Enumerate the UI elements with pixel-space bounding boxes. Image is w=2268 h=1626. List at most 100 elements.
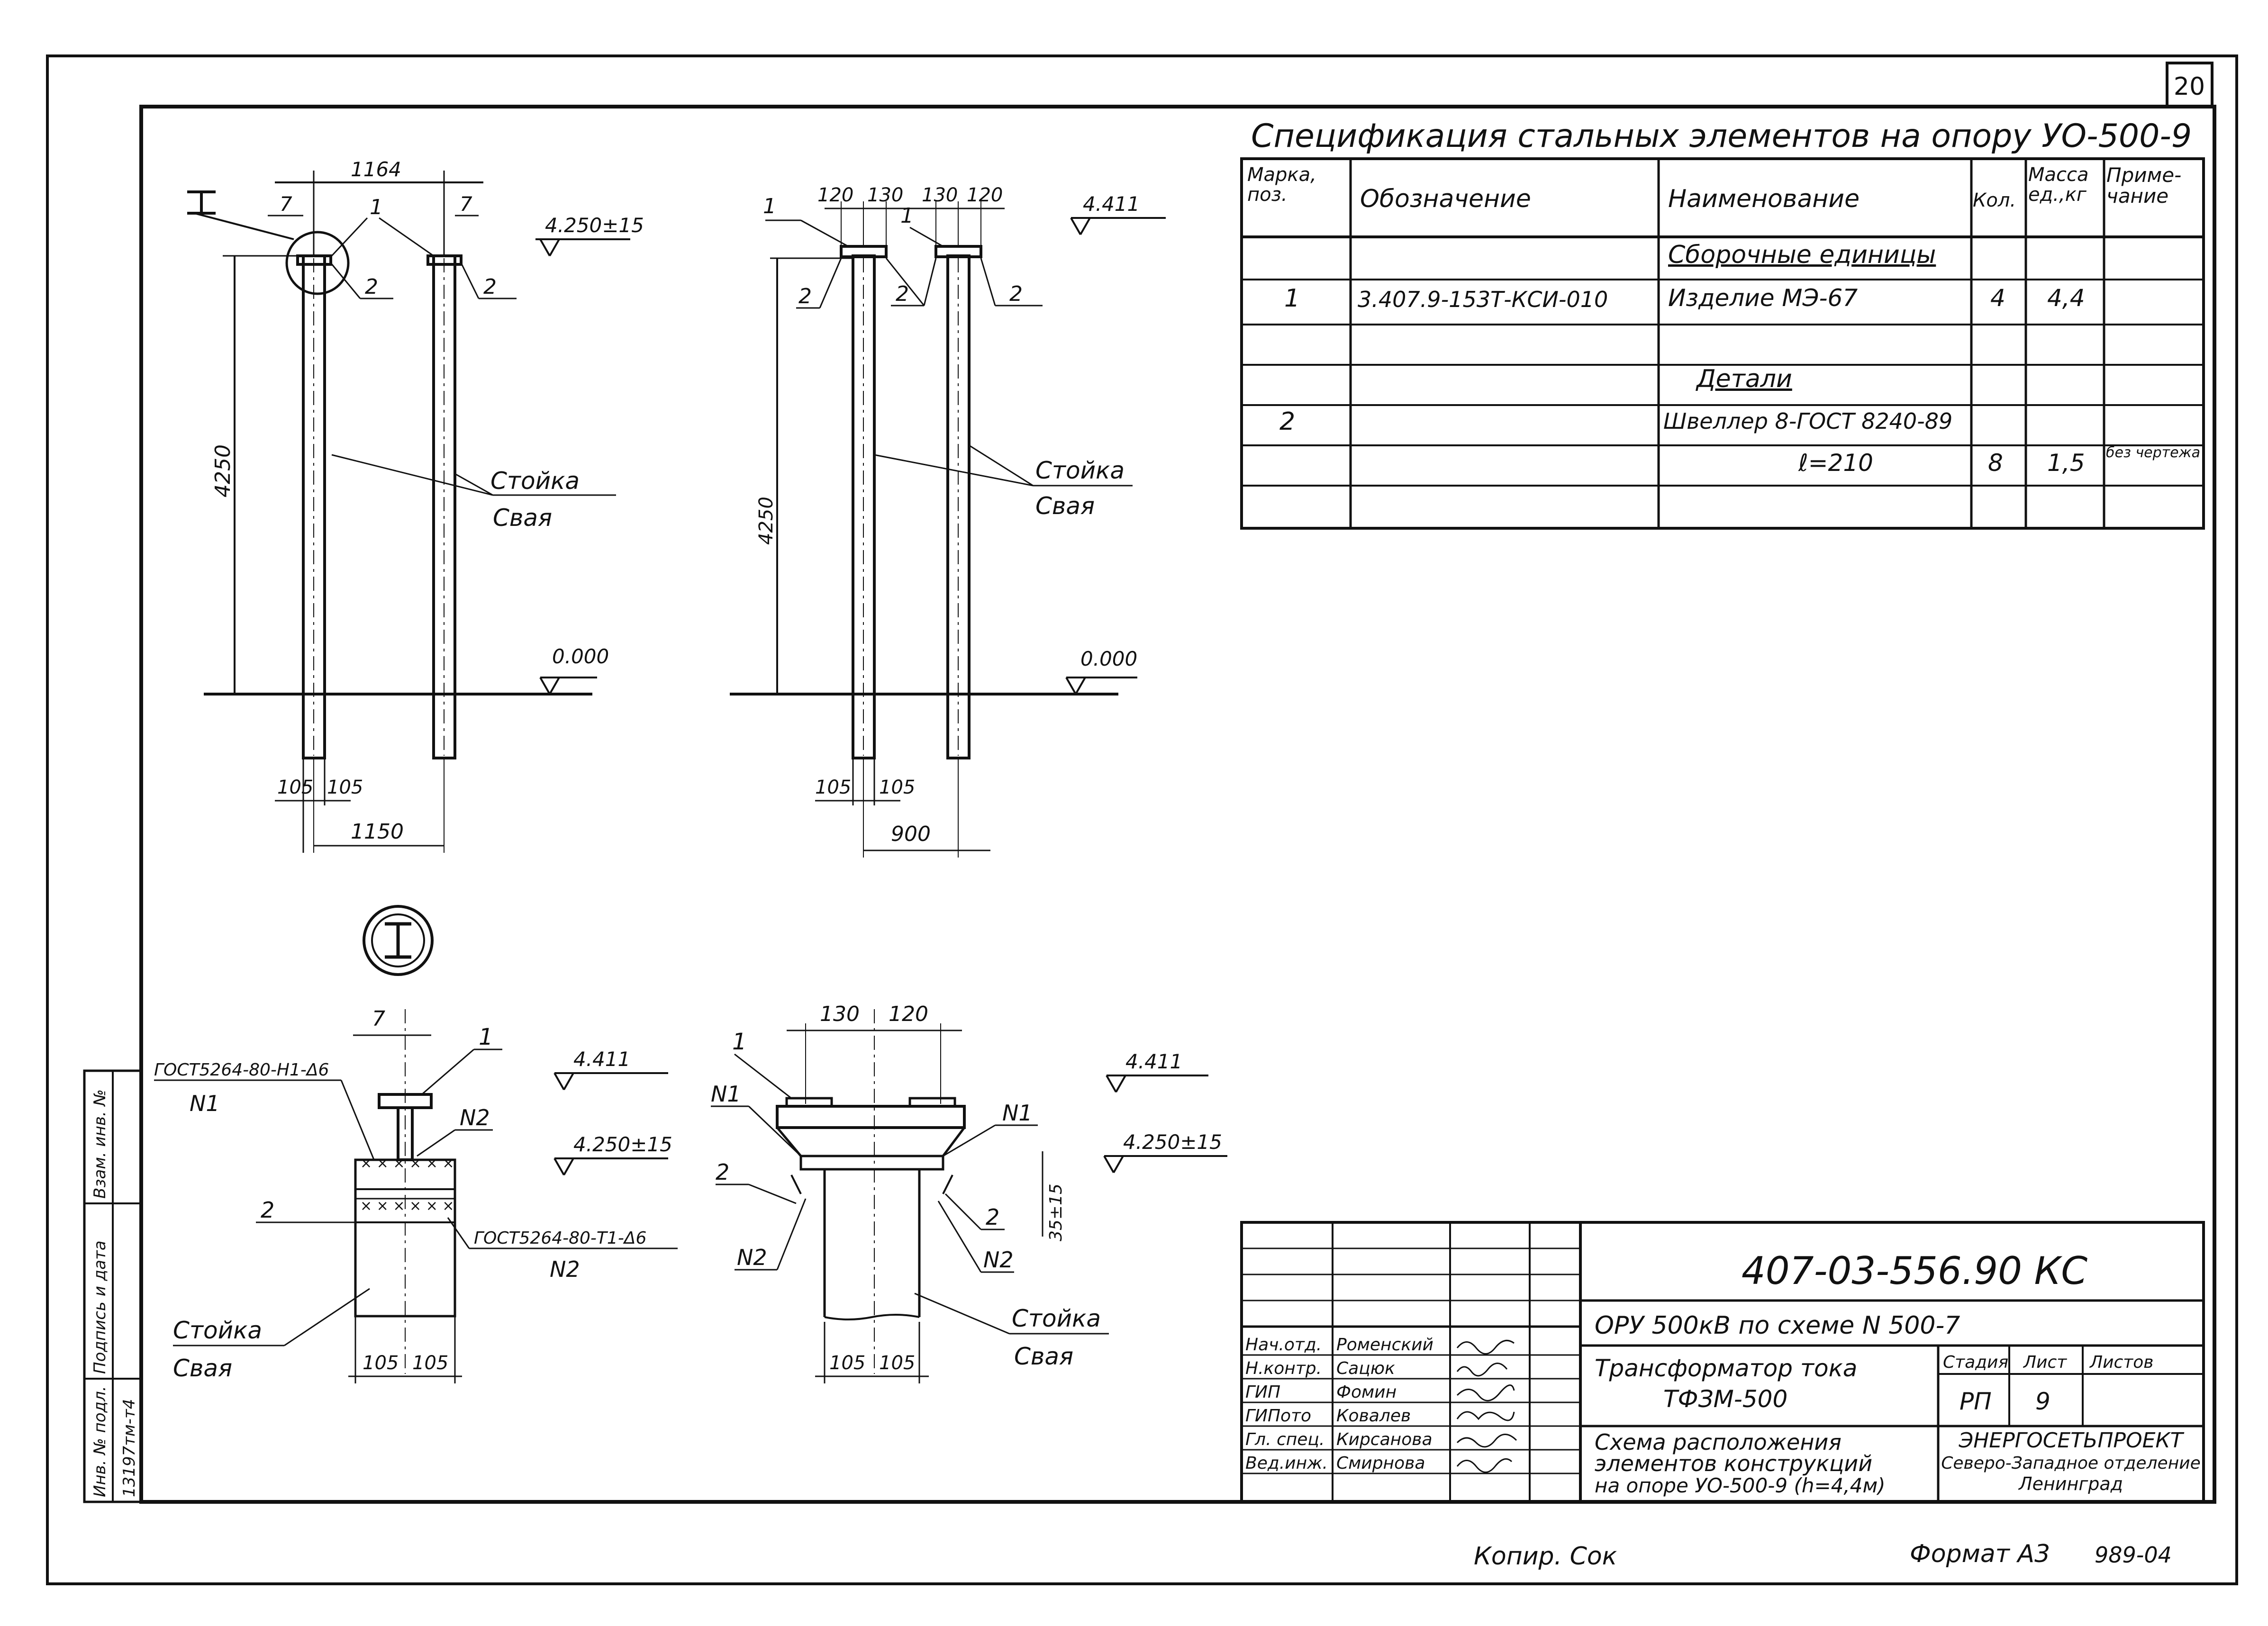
footer-copy: Копир. Сок [1474, 1542, 1617, 1571]
db-label-pile: Свая [1014, 1343, 1073, 1370]
db-level-mid: 4.250±15 [1123, 1130, 1222, 1154]
side-stamp: Взам. инв. № Подпись и дата Инв. № подл.… [83, 1069, 143, 1503]
stamp-sign-date: Подпись и дата [91, 1240, 109, 1374]
spec-section-details: Детали [1696, 365, 1792, 393]
spec-header-note: Приме- чание [2106, 163, 2182, 208]
tb-project: ОРУ 500кВ по схеме N 500-7 [1595, 1311, 1960, 1340]
svg-text:× × × × × ×: × × × × × × [360, 1155, 454, 1172]
a-pos1: 1 [370, 195, 383, 219]
a-label-pile: Свая [493, 504, 552, 532]
db-level-top: 4.411 [1125, 1050, 1182, 1073]
db-label-post: Стойка [1012, 1305, 1101, 1332]
db-dim-w1: 105 [829, 1352, 865, 1374]
tb-name-5: Смирнова [1336, 1454, 1425, 1473]
da-n2-top: N2 [460, 1105, 490, 1130]
da-pos2: 2 [261, 1197, 274, 1223]
spec-header-mark: Марка, поз. [1247, 164, 1316, 206]
tb-stage-value: РП [1960, 1388, 1992, 1415]
db-dim-b: 120 [889, 1002, 928, 1026]
a-dim-height: 4250 [211, 444, 235, 497]
db-dim-vert: 35±15 [1046, 1183, 1066, 1241]
tb-org-3: Ленинград [2018, 1473, 2123, 1494]
stamp-inv-value: 13197тм-т4 [120, 1399, 139, 1497]
title-block: 407-03-556.90 КС ОРУ 500кВ по схеме N 50… [1240, 1221, 2205, 1503]
db-dim-a: 130 [820, 1002, 860, 1026]
spec-table: Спецификация стальных элементов на опору… [1240, 117, 2205, 530]
signature-marks [1456, 1339, 1517, 1473]
b-level-ground: 0.000 [1080, 647, 1137, 670]
svg-text:× × × × × ×: × × × × × × [360, 1198, 454, 1214]
spec-row2-length: ℓ=210 [1798, 449, 1873, 477]
detail-a: × × × × × × × × × × × × 7 1 ГОСТ5264-80-… [154, 1007, 678, 1383]
tb-name-1: Сацюк [1336, 1359, 1395, 1378]
tb-stage-label: Стадия [1943, 1353, 2008, 1372]
tb-role-3: ГИПото [1245, 1406, 1311, 1426]
tb-role-5: Вед.инж. [1245, 1454, 1328, 1473]
a-dim-w2: 105 [327, 777, 363, 798]
spec-header-designation: Обозначение [1360, 185, 1531, 213]
db-pos2-left: 2 [716, 1159, 729, 1185]
spec-row2-qty: 8 [1988, 449, 2003, 477]
detail-b: 130 120 1 N1 N1 4.411 4.250±15 2 2 35±15… [711, 1002, 1227, 1383]
a-dim-gap-right: 7 [460, 192, 472, 216]
da-weld2: ГОСТ5264-80-Т1-Δ6 [474, 1229, 646, 1248]
footer-num: 989-04 [2095, 1542, 2172, 1568]
tb-sheet-title-3: на опоре УО-500-9 (h=4,4м) [1595, 1474, 1886, 1497]
a-dim-top: 1164 [351, 158, 401, 181]
b-dim-w2: 105 [879, 777, 915, 798]
tb-name-4: Кирсанова [1336, 1430, 1433, 1449]
spec-section-assemblies: Сборочные единицы [1668, 241, 1936, 269]
tb-object-line1: Трансформатор тока [1595, 1355, 1857, 1382]
tb-role-0: Нач.отд. [1245, 1335, 1322, 1355]
b-dim-a: 120 [817, 184, 853, 206]
a-label-post: Стойка [490, 467, 580, 495]
view-a: 1164 7 7 1 2 2 4.250±15 4250 0.000 [187, 158, 644, 853]
b-dim-d: 120 [967, 184, 1003, 206]
db-n1-right: N1 [1002, 1100, 1033, 1126]
da-dim-top: 7 [372, 1007, 385, 1031]
da-label-post: Стойка [173, 1317, 262, 1344]
b-dim-spacing: 900 [891, 822, 931, 846]
b-dim-w1: 105 [815, 777, 851, 798]
tb-name-2: Фомин [1336, 1382, 1397, 1402]
b-dim-c: 130 [922, 184, 958, 206]
b-pos2a: 2 [798, 284, 812, 308]
tb-name-0: Роменский [1336, 1335, 1433, 1355]
spec-row1-qty: 4 [1990, 284, 2005, 312]
spec-row1-name: Изделие МЭ-67 [1668, 284, 1858, 312]
tb-role-1: Н.контр. [1245, 1359, 1322, 1378]
view-b: 120 130 130 120 1 1 2 2 2 4.411 4250 [730, 184, 1166, 858]
tb-org-2: Северо-Западное отделение [1941, 1454, 2201, 1473]
tb-sheets-label: Листов [2089, 1353, 2153, 1372]
tb-name-3: Ковалев [1336, 1406, 1411, 1426]
spec-row2-mark: 2 [1279, 407, 1296, 436]
detail-mark [363, 905, 434, 976]
sheet-number-box [2166, 62, 2214, 108]
tb-sheet-label: Лист [2023, 1353, 2067, 1372]
a-dim-gap-left: 7 [280, 192, 292, 216]
da-dim-w1: 105 [363, 1352, 399, 1374]
spec-row2-note: без чертежа [2106, 444, 2201, 461]
b-dim-height: 4250 [755, 497, 777, 545]
spec-header-mass: Масса ед.,кг [2028, 164, 2089, 206]
a-level-top: 4.250±15 [545, 214, 644, 237]
a-level-ground: 0.000 [552, 645, 609, 668]
da-weld1: ГОСТ5264-80-Н1-Δ6 [154, 1060, 329, 1080]
spec-row1-mass: 4,4 [2047, 284, 2085, 312]
spec-header-qty: Кол. [1973, 190, 2016, 211]
spec-row1-designation: 3.407.9-153Т-КСИ-010 [1358, 287, 1608, 312]
tb-sheet-title-2: элементов конструкций [1595, 1451, 1872, 1476]
a-pos2a: 2 [365, 275, 378, 299]
tb-role-2: ГИП [1245, 1382, 1280, 1402]
spec-title: Спецификация стальных элементов на опору… [1251, 117, 2192, 155]
a-dim-spacing: 1150 [351, 820, 404, 844]
stamp-inv-subst: Взам. инв. № [91, 1089, 109, 1199]
sheet-number: 20 [2174, 72, 2205, 101]
da-pos1: 1 [479, 1024, 493, 1050]
da-label-pile: Свая [173, 1355, 232, 1382]
tb-org-1: ЭНЕРГОСЕТЬПРОЕКТ [1958, 1428, 2184, 1453]
tb-sheet-title-1: Схема расположения [1595, 1429, 1842, 1455]
b-pos2b: 2 [896, 282, 909, 306]
spec-row1-mark: 1 [1284, 284, 1300, 313]
